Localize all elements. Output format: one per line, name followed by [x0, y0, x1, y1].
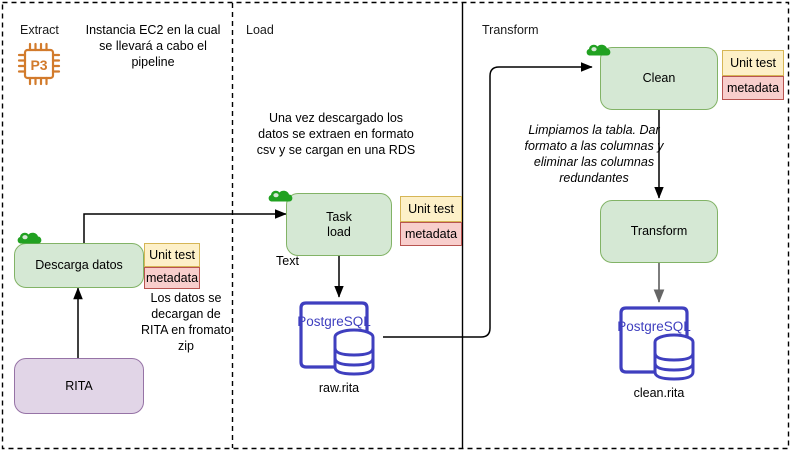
badge-unit-test-clean[interactable]: Unit test	[722, 50, 784, 76]
node-transform-label: Transform	[630, 224, 688, 238]
node-descarga-datos[interactable]: Descarga datos	[14, 243, 144, 288]
node-transform[interactable]: Transform	[600, 200, 718, 263]
badge-unit-test-descarga[interactable]: Unit test	[144, 243, 200, 267]
node-descarga-datos-label: Descarga datos	[35, 258, 123, 272]
lane-label-load: Load	[246, 23, 274, 37]
note-load: Una vez descargado los datos se extraen …	[256, 111, 416, 157]
node-task-load-label-line1: Task	[326, 209, 352, 224]
node-rita[interactable]: RITA	[14, 358, 144, 414]
lane-label-transform: Transform	[482, 23, 539, 37]
badge-metadata-task-load[interactable]: metadata	[400, 222, 462, 246]
cpu-chip-icon: P3	[17, 42, 61, 86]
edge-descarga-to-taskload	[83, 209, 287, 243]
note-rita-download: Los datos se decargan de RITA en fromato…	[140, 291, 232, 353]
node-task-load[interactable]: Task load	[286, 193, 392, 256]
postgres-label-clean: PostgreSQL	[617, 319, 691, 334]
badge-unit-test-task-load[interactable]: Unit test	[400, 196, 462, 222]
badge-metadata-clean[interactable]: metadata	[722, 76, 784, 100]
postgres-label-raw: PostgreSQL	[297, 314, 371, 329]
note-ec2: Instancia EC2 en la cual se llevará a ca…	[85, 23, 221, 69]
edge-rawrita-to-clean	[383, 62, 593, 338]
note-transform: Limpiamos la tabla. Dar formato a las co…	[524, 123, 664, 185]
postgresql-icon-clean-rita: PostgreSQL	[617, 306, 695, 381]
db-caption-raw-rita: raw.rita	[318, 381, 360, 395]
postgresql-icon-raw-rita: PostgreSQL	[297, 301, 375, 376]
lane-label-extract: Extract	[20, 23, 59, 37]
db-caption-clean-rita: clean.rita	[633, 386, 685, 400]
node-rita-label: RITA	[65, 379, 93, 393]
node-clean-label: Clean	[642, 71, 676, 85]
node-task-load-label-line2: load	[327, 224, 351, 239]
node-clean[interactable]: Clean	[600, 47, 718, 110]
node-task-load-sublabel: Text	[276, 254, 299, 268]
badge-metadata-descarga[interactable]: metadata	[144, 267, 200, 289]
chip-label: P3	[30, 57, 47, 73]
